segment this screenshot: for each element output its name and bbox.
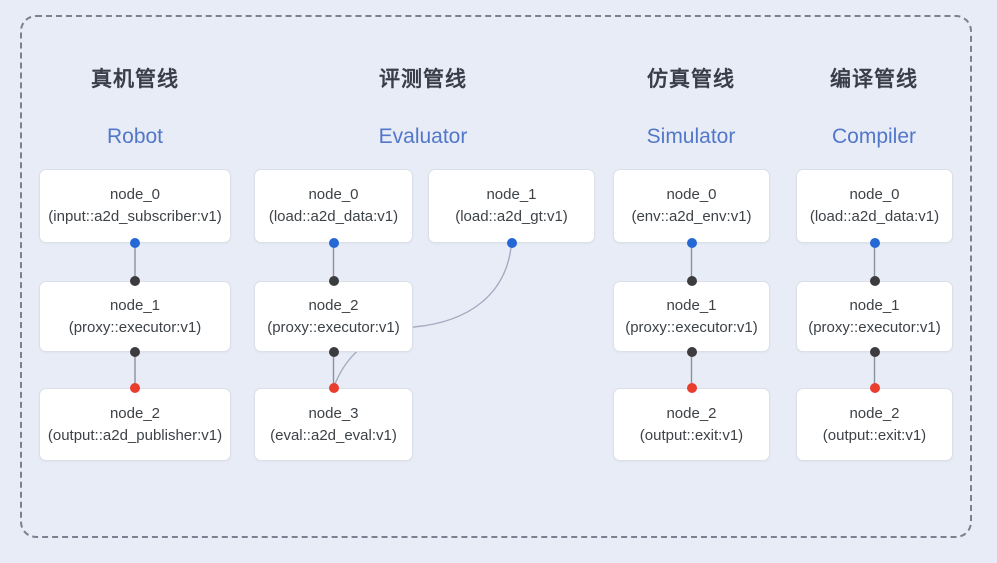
- node-name: node_2: [666, 404, 717, 422]
- pipeline-subtitle-en-evaluator: Evaluator: [378, 125, 468, 148]
- pipeline-title-zh-robot: 真机管线: [91, 68, 179, 91]
- source-port-dot: [506, 238, 517, 248]
- dashed-border-frame: [20, 15, 972, 538]
- sink-port-dot: [328, 383, 339, 393]
- node-name: node_0: [849, 186, 900, 203]
- node-type: (load::a2d_gt:v1): [455, 208, 568, 225]
- flow-port-dot: [130, 276, 140, 286]
- pipeline-title-zh-evaluator: 评测管线: [379, 68, 467, 91]
- node-simulator-2: node_2 (output::exit:v1): [613, 388, 770, 461]
- flow-port-dot: [130, 347, 140, 357]
- flow-port-dot: [328, 276, 339, 286]
- node-name: node_1: [849, 296, 900, 314]
- node-type: (eval::a2d_eval:v1): [270, 426, 397, 444]
- node-name: node_0: [308, 186, 359, 203]
- node-type: (load::a2d_data:v1): [809, 208, 940, 225]
- sink-port-dot: [686, 383, 697, 393]
- node-compiler-2: node_2 (output::exit:v1): [796, 388, 953, 461]
- flow-port-dot: [869, 276, 880, 286]
- source-port-dot: [869, 238, 880, 248]
- node-name: node_3: [308, 404, 359, 422]
- node-robot-0: node_0 (input::a2d_subscriber:v1): [39, 169, 231, 243]
- node-evaluator-1: node_1 (load::a2d_gt:v1): [428, 169, 595, 243]
- pipeline-subtitle-en-robot: Robot: [106, 125, 164, 148]
- node-type: (input::a2d_subscriber:v1): [48, 208, 222, 225]
- node-robot-2: node_2 (output::a2d_publisher:v1): [39, 388, 231, 461]
- node-type: (env::a2d_env:v1): [631, 208, 752, 225]
- pipeline-title-zh-simulator: 仿真管线: [647, 68, 735, 91]
- node-type: (proxy::executor:v1): [68, 318, 202, 336]
- node-name: node_1: [666, 296, 717, 314]
- flow-port-dot: [869, 347, 880, 357]
- node-type: (output::a2d_publisher:v1): [47, 426, 223, 444]
- node-simulator-1: node_1 (proxy::executor:v1): [613, 281, 770, 352]
- node-simulator-0: node_0 (env::a2d_env:v1): [613, 169, 770, 243]
- pipeline-title-zh-compiler: 编译管线: [830, 68, 918, 91]
- pipeline-subtitle-en-compiler: Compiler: [831, 125, 917, 148]
- node-name: node_0: [109, 186, 161, 203]
- node-name: node_1: [486, 186, 537, 203]
- sink-port-dot: [869, 383, 880, 393]
- source-port-dot: [130, 238, 140, 248]
- node-name: node_2: [109, 404, 161, 422]
- node-type: (proxy::executor:v1): [625, 318, 758, 336]
- node-name: node_1: [109, 296, 161, 314]
- node-evaluator-0: node_0 (load::a2d_data:v1): [254, 169, 413, 243]
- node-name: node_0: [666, 186, 717, 203]
- edge-evaluator-n1-n3-curve: [332, 242, 513, 389]
- flow-port-dot: [686, 347, 697, 357]
- source-port-dot: [686, 238, 697, 248]
- node-type: (load::a2d_data:v1): [268, 208, 399, 225]
- sink-port-dot: [130, 383, 140, 393]
- node-type: (output::exit:v1): [822, 426, 927, 444]
- node-type: (proxy::executor:v1): [267, 318, 400, 336]
- node-compiler-0: node_0 (load::a2d_data:v1): [796, 169, 953, 243]
- node-type: (proxy::executor:v1): [808, 318, 941, 336]
- flow-port-dot: [328, 347, 339, 357]
- flow-port-dot: [686, 276, 697, 286]
- node-type: (output::exit:v1): [639, 426, 744, 444]
- node-evaluator-2: node_2 (proxy::executor:v1): [254, 281, 413, 352]
- node-evaluator-3: node_3 (eval::a2d_eval:v1): [254, 388, 413, 461]
- pipeline-subtitle-en-simulator: Simulator: [646, 125, 736, 148]
- node-name: node_2: [308, 296, 359, 314]
- source-port-dot: [328, 238, 339, 248]
- node-name: node_2: [849, 404, 900, 422]
- node-compiler-1: node_1 (proxy::executor:v1): [796, 281, 953, 352]
- node-robot-1: node_1 (proxy::executor:v1): [39, 281, 231, 352]
